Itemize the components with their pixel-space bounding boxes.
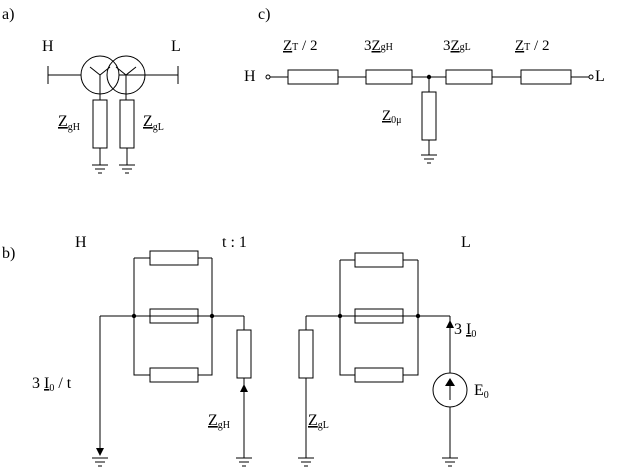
panel-b-zgl-resistor xyxy=(298,329,314,379)
panel-c-z0mu-label: Z0μ xyxy=(382,108,402,126)
panel-b-left-bank-top-resistor xyxy=(149,250,199,266)
panel-b-zgl-label: ZgL xyxy=(308,412,329,431)
panel-b-node-h: H xyxy=(75,234,87,251)
panel-b-zgh-label: ZgH xyxy=(208,412,230,431)
panel-a-node-l: L xyxy=(171,38,181,55)
panel-c-terminal-l xyxy=(588,74,594,80)
panel-c-zgh-label: 3ZgH xyxy=(364,38,393,54)
panel-c-terminal-h xyxy=(265,74,271,80)
panel-b-source-label: E0 xyxy=(474,382,489,401)
panel-b-left-current-arrow-icon xyxy=(96,448,104,456)
panel-label-b: b) xyxy=(2,245,15,262)
panel-b-ratio-label: t : 1 xyxy=(222,234,247,251)
panel-b-source-ground-icon xyxy=(442,457,458,467)
panel-a-zgl-resistor xyxy=(119,99,135,149)
panel-b-zgh-arrow-icon xyxy=(240,384,248,392)
panel-b-left-ground-icon xyxy=(92,457,108,467)
panel-c-zt-right-label: ZT / 2 xyxy=(515,38,549,54)
panel-b-source-arrow-icon xyxy=(445,378,455,386)
panel-b-zero-sequence-circuit: H L t : 1 3 I0 / t ZgH Zg xyxy=(32,234,489,467)
panel-c-equivalent-circuit: H L ZT / 2 3ZgH 3ZgL ZT / 2 Z0μ xyxy=(244,38,605,164)
panel-c-z0mu-resistor xyxy=(421,91,437,141)
panel-a-ground-h-icon xyxy=(92,164,108,174)
panel-c-zgh-resistor xyxy=(365,69,413,85)
panel-a-star-h-icon xyxy=(89,66,111,100)
panel-a-zgh-resistor xyxy=(92,99,108,149)
panel-b-left-bank-bottom-resistor xyxy=(149,367,199,383)
panel-b-current-right-label: 3 I0 xyxy=(454,321,476,340)
panel-b-zgh-resistor xyxy=(236,329,252,379)
panel-b-right-bank-top-resistor xyxy=(354,252,404,268)
panel-b-current-left-label: 3 I0 / t xyxy=(32,375,72,394)
panel-a-transformer: H L ZgH ZgL xyxy=(42,38,181,174)
panel-a-ground-l-icon xyxy=(119,164,135,174)
panel-b-node-l: L xyxy=(461,234,471,251)
panel-c-node-h: H xyxy=(244,68,256,85)
panel-c-zt-left-label: ZT / 2 xyxy=(283,38,317,54)
panel-c-zgl-label: 3ZgL xyxy=(443,38,471,54)
panel-label-a: a) xyxy=(2,6,14,23)
panel-c-zt-left-resistor xyxy=(287,69,339,85)
panel-b-zgl-ground-icon xyxy=(298,457,314,467)
panel-c-node-l: L xyxy=(595,68,605,85)
panel-c-ground-icon xyxy=(421,154,437,164)
panel-b-zgh-ground-icon xyxy=(236,457,252,467)
panel-c-zgl-resistor xyxy=(445,69,493,85)
panel-c-zt-right-resistor xyxy=(520,69,572,85)
panel-a-node-h: H xyxy=(42,38,54,55)
panel-a-zgh-label: ZgH xyxy=(58,113,80,133)
panel-b-right-current-arrow-icon xyxy=(446,320,454,328)
panel-b-right-bank-bottom-resistor xyxy=(354,367,404,383)
panel-label-c: c) xyxy=(258,6,270,23)
panel-a-star-l-icon xyxy=(115,66,137,100)
panel-a-zgl-label: ZgL xyxy=(143,113,164,133)
